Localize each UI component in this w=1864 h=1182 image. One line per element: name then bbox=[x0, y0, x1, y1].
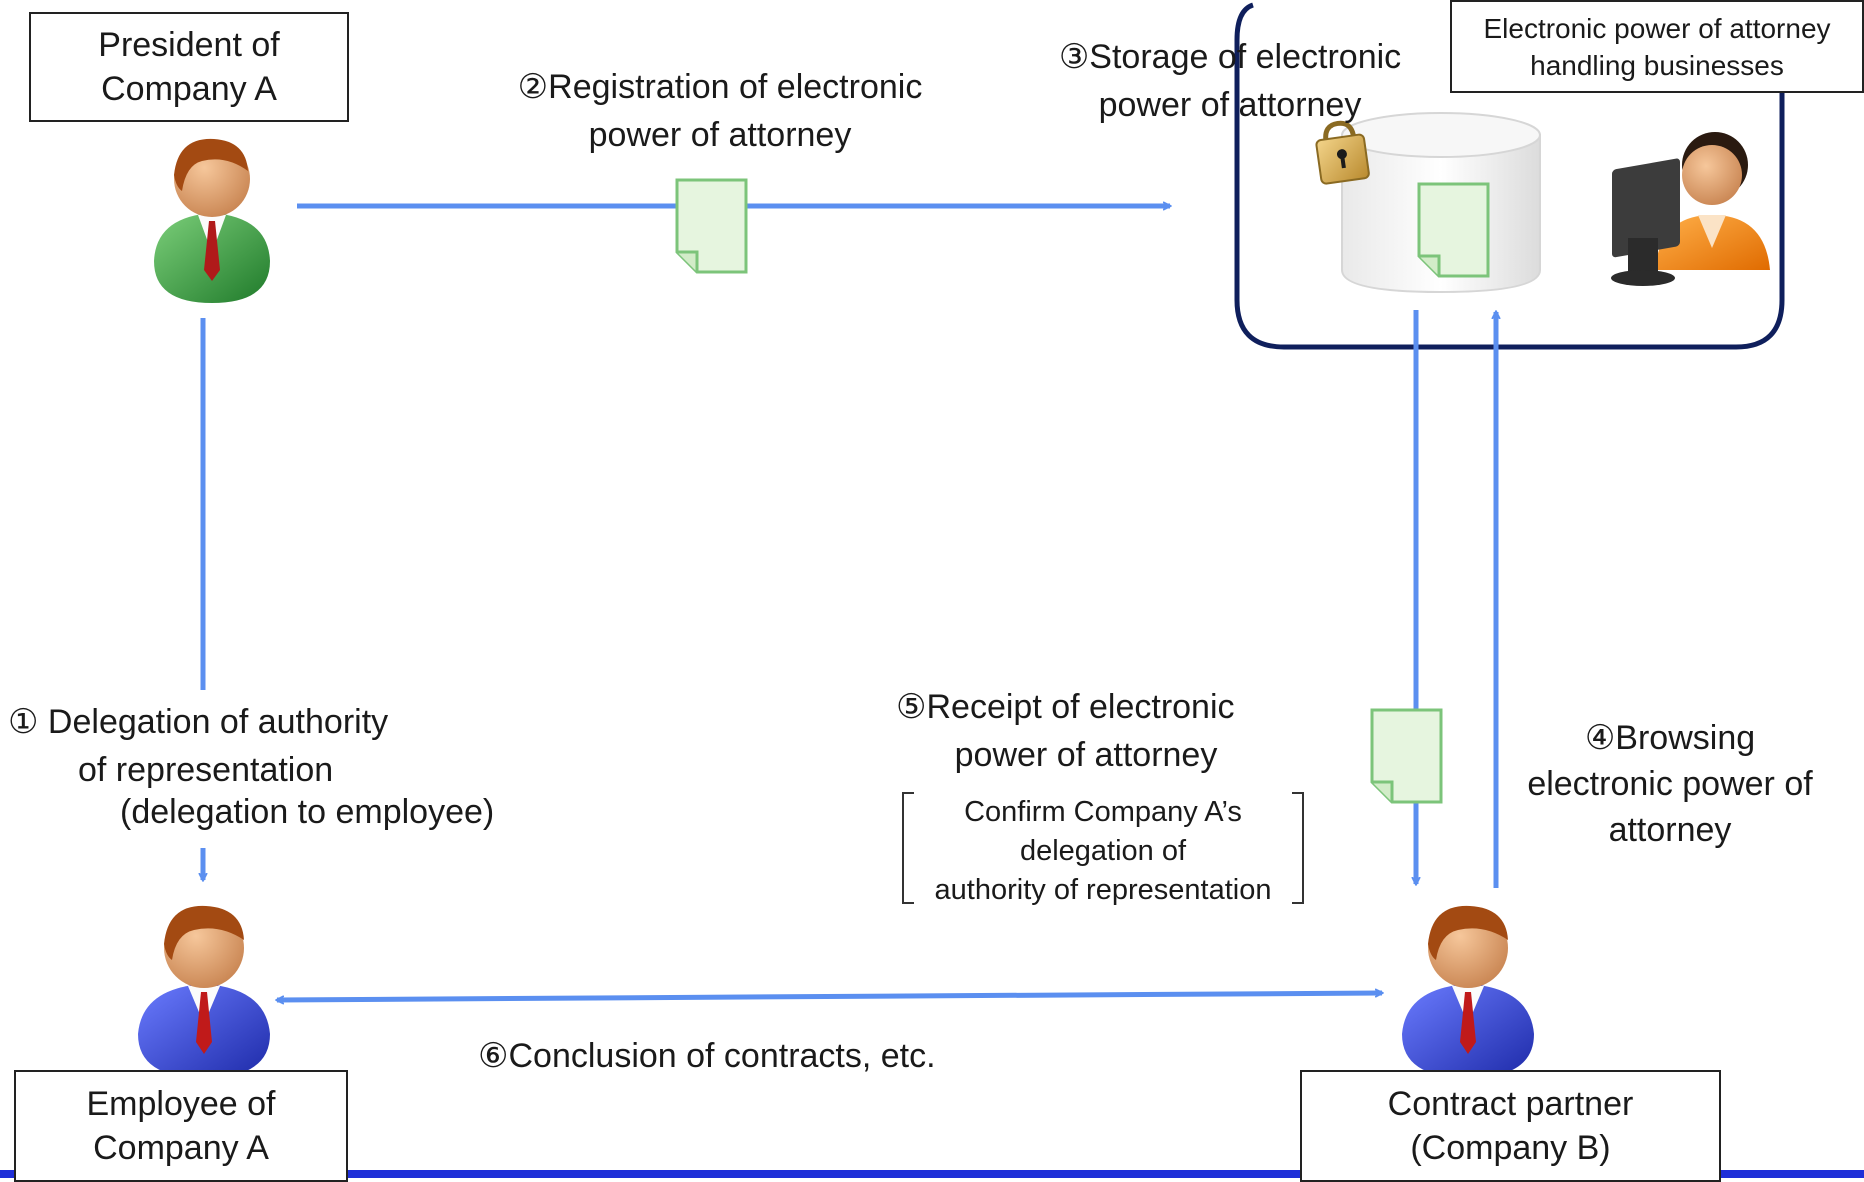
document-icon bbox=[1370, 708, 1443, 804]
partner-label-line1: Contract partner bbox=[1387, 1085, 1634, 1123]
storage-frame-border bbox=[1234, 2, 1785, 350]
businessman-green-icon bbox=[154, 138, 270, 303]
step2-line2: power of attorney bbox=[588, 116, 852, 154]
partner-label-line2: (Company B) bbox=[1410, 1129, 1611, 1167]
president-label-line2: Company A bbox=[101, 70, 277, 108]
employee-label-box: Employee of Company A bbox=[14, 1070, 348, 1182]
step5-note-line1: Confirm Company A’s bbox=[964, 796, 1242, 828]
step5-label: ⑤Receipt of electronic power of attorney bbox=[896, 683, 1276, 779]
step1-line1: ① Delegation of authority bbox=[8, 703, 389, 741]
arrow-conclusion bbox=[275, 988, 1384, 1005]
handler-label-line1: Electronic power of attorney bbox=[1483, 12, 1831, 44]
step5-note: Confirm Company A’s delegation of author… bbox=[914, 793, 1292, 910]
handler-label-line2: handling businesses bbox=[1530, 49, 1784, 81]
employee-label-line2: Company A bbox=[93, 1129, 269, 1167]
document-icon bbox=[1417, 182, 1490, 278]
step1-line2: of representation bbox=[78, 751, 334, 789]
step4-line3: attorney bbox=[1608, 811, 1732, 849]
handler-label-box: Electronic power of attorney handling bu… bbox=[1450, 0, 1864, 93]
step2-line1: ②Registration of electronic bbox=[517, 68, 923, 106]
step2-label: ②Registration of electronic power of att… bbox=[470, 63, 970, 159]
step4-line2: electronic power of bbox=[1527, 765, 1813, 803]
step6-line1: ⑥Conclusion of contracts, etc. bbox=[478, 1037, 936, 1075]
step1-line3: (delegation to employee) bbox=[120, 793, 495, 831]
president-label-line1: President of bbox=[98, 26, 280, 64]
step1-label: ① Delegation of authority of representat… bbox=[8, 698, 568, 830]
partner-label-box: Contract partner (Company B) bbox=[1300, 1070, 1721, 1182]
step3-label: ③Storage of electronic power of attorney bbox=[1030, 33, 1430, 129]
step6-label: ⑥Conclusion of contracts, etc. bbox=[478, 1032, 936, 1080]
step5-line1: ⑤Receipt of electronic bbox=[896, 688, 1235, 726]
employee-label-line1: Employee of bbox=[86, 1085, 276, 1123]
president-label-box: President of Company A bbox=[29, 12, 349, 122]
step3-line1: ③Storage of electronic bbox=[1058, 38, 1402, 76]
step5-line2: power of attorney bbox=[954, 736, 1218, 774]
document-icon bbox=[675, 178, 748, 274]
step4-line1: ④Browsing bbox=[1584, 719, 1756, 757]
operator-at-computer-icon bbox=[1611, 132, 1770, 286]
step5-note-line2: delegation of bbox=[1019, 835, 1187, 867]
note-bracket-left bbox=[902, 792, 914, 904]
businessman-blue-icon bbox=[1402, 905, 1534, 1078]
step4-label: ④Browsing electronic power of attorney bbox=[1500, 715, 1840, 853]
note-bracket-right bbox=[1292, 792, 1304, 904]
step5-note-line3: authority of representation bbox=[934, 874, 1272, 906]
businessman-blue-icon bbox=[138, 905, 270, 1078]
bottom-bar bbox=[0, 1170, 1864, 1178]
step3-line2: power of attorney bbox=[1098, 86, 1362, 124]
padlock-icon bbox=[1315, 120, 1370, 185]
